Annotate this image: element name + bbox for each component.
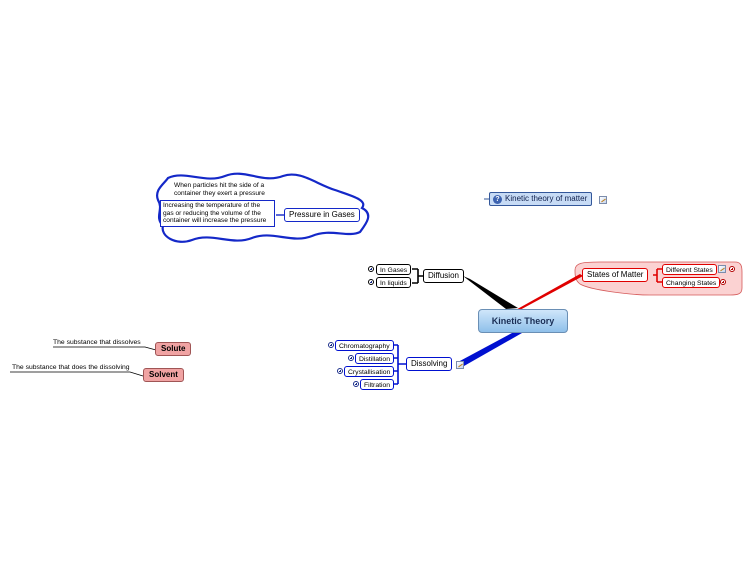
states-child-changing-states[interactable]: Changing States — [662, 277, 721, 288]
note-icon[interactable] — [456, 361, 464, 369]
note-icon[interactable] — [718, 265, 726, 273]
solvent-callout — [10, 371, 144, 377]
solvent-description: The substance that does the dissolving — [12, 364, 130, 371]
branch-dissolving[interactable]: Dissolving — [406, 357, 453, 371]
expand-distillation-icon[interactable] — [348, 355, 354, 361]
states-child-different-states[interactable]: Different States — [662, 264, 717, 275]
floating-pressure-in-gases[interactable]: Pressure in Gases — [284, 208, 360, 222]
expand-filtration-icon[interactable] — [353, 381, 359, 387]
connector-states — [653, 268, 662, 283]
dissolving-child-distillation[interactable]: Distillation — [355, 353, 394, 364]
dissolving-child-crystallisation[interactable]: Crystallisation — [344, 366, 395, 377]
solute-description: The substance that dissolves — [53, 339, 141, 346]
branch-states-of-matter[interactable]: States of Matter — [582, 268, 649, 282]
expand-crystallisation-icon[interactable] — [337, 368, 343, 374]
expand-different-states-icon[interactable] — [729, 266, 735, 272]
pressure-note-1: When particles hit the side of a contain… — [174, 182, 265, 197]
pressure-note-2: Increasing the temperature of the gas or… — [160, 200, 275, 227]
connector-diffusion — [412, 268, 423, 284]
question-icon: ? — [493, 194, 502, 204]
diffusion-child-in-gases[interactable]: In Gases — [376, 264, 412, 275]
expand-changing-states-icon[interactable] — [720, 279, 726, 285]
central-topic[interactable]: Kinetic Theory — [478, 309, 568, 333]
branch-line-diffusion — [463, 276, 518, 309]
branch-line-dissolving — [458, 333, 522, 366]
floating-solvent[interactable]: Solvent — [143, 368, 184, 382]
dissolving-child-filtration[interactable]: Filtration — [360, 379, 395, 390]
expand-in-gases-icon[interactable] — [368, 266, 374, 272]
branch-line-states — [512, 274, 583, 312]
kt-label: Kinetic theory of matter — [505, 194, 588, 203]
solute-callout — [53, 346, 157, 351]
floating-kinetic-theory-of-matter[interactable]: ? Kinetic theory of matter — [489, 192, 593, 206]
expand-chromatography-icon[interactable] — [328, 342, 334, 348]
note-icon[interactable] — [599, 196, 607, 204]
expand-in-liquids-icon[interactable] — [368, 279, 374, 285]
branch-diffusion[interactable]: Diffusion — [423, 269, 464, 283]
diffusion-child-in-liquids[interactable]: In liquids — [376, 277, 411, 288]
dissolving-child-chromatography[interactable]: Chromatography — [335, 340, 394, 351]
connector-dissolving — [392, 344, 406, 385]
floating-solute[interactable]: Solute — [155, 342, 192, 356]
